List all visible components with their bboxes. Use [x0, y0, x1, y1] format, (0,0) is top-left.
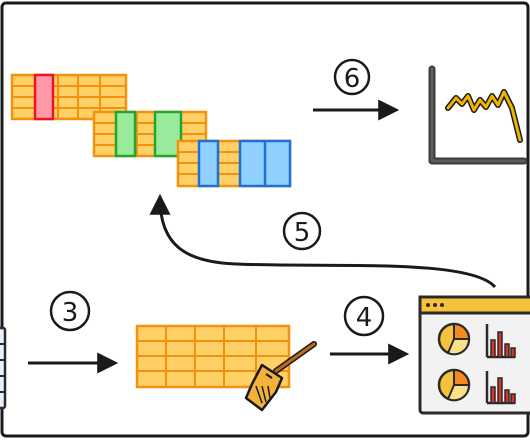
feedback-arrow — [149, 193, 497, 289]
highlight-column-red — [33, 73, 55, 121]
pie-chart-icon — [437, 368, 471, 402]
table-3 — [176, 139, 292, 188]
highlight-column-blue-1 — [197, 139, 220, 188]
highlight-column-green-2 — [153, 110, 183, 158]
step-3-marker: 3 — [49, 290, 91, 332]
step-3-label: 3 — [62, 298, 79, 328]
step-6-marker: 6 — [333, 58, 371, 96]
pie-chart-icon — [437, 322, 471, 356]
step-4-label: 4 — [356, 303, 373, 333]
bar-chart-icon — [485, 324, 516, 359]
highlight-column-green-1 — [114, 110, 137, 158]
broom-icon — [244, 341, 317, 412]
step-5-marker: 5 — [282, 211, 322, 251]
step-6-label: 6 — [344, 64, 361, 94]
bar-chart-icon — [485, 371, 516, 405]
step-5-label: 5 — [294, 218, 311, 248]
spreadsheet-icon — [0, 326, 7, 410]
line-chart-icon — [428, 65, 528, 165]
table-stack-icon — [10, 73, 292, 188]
step-4-marker: 4 — [343, 295, 385, 337]
dashboard-icon — [418, 295, 530, 415]
